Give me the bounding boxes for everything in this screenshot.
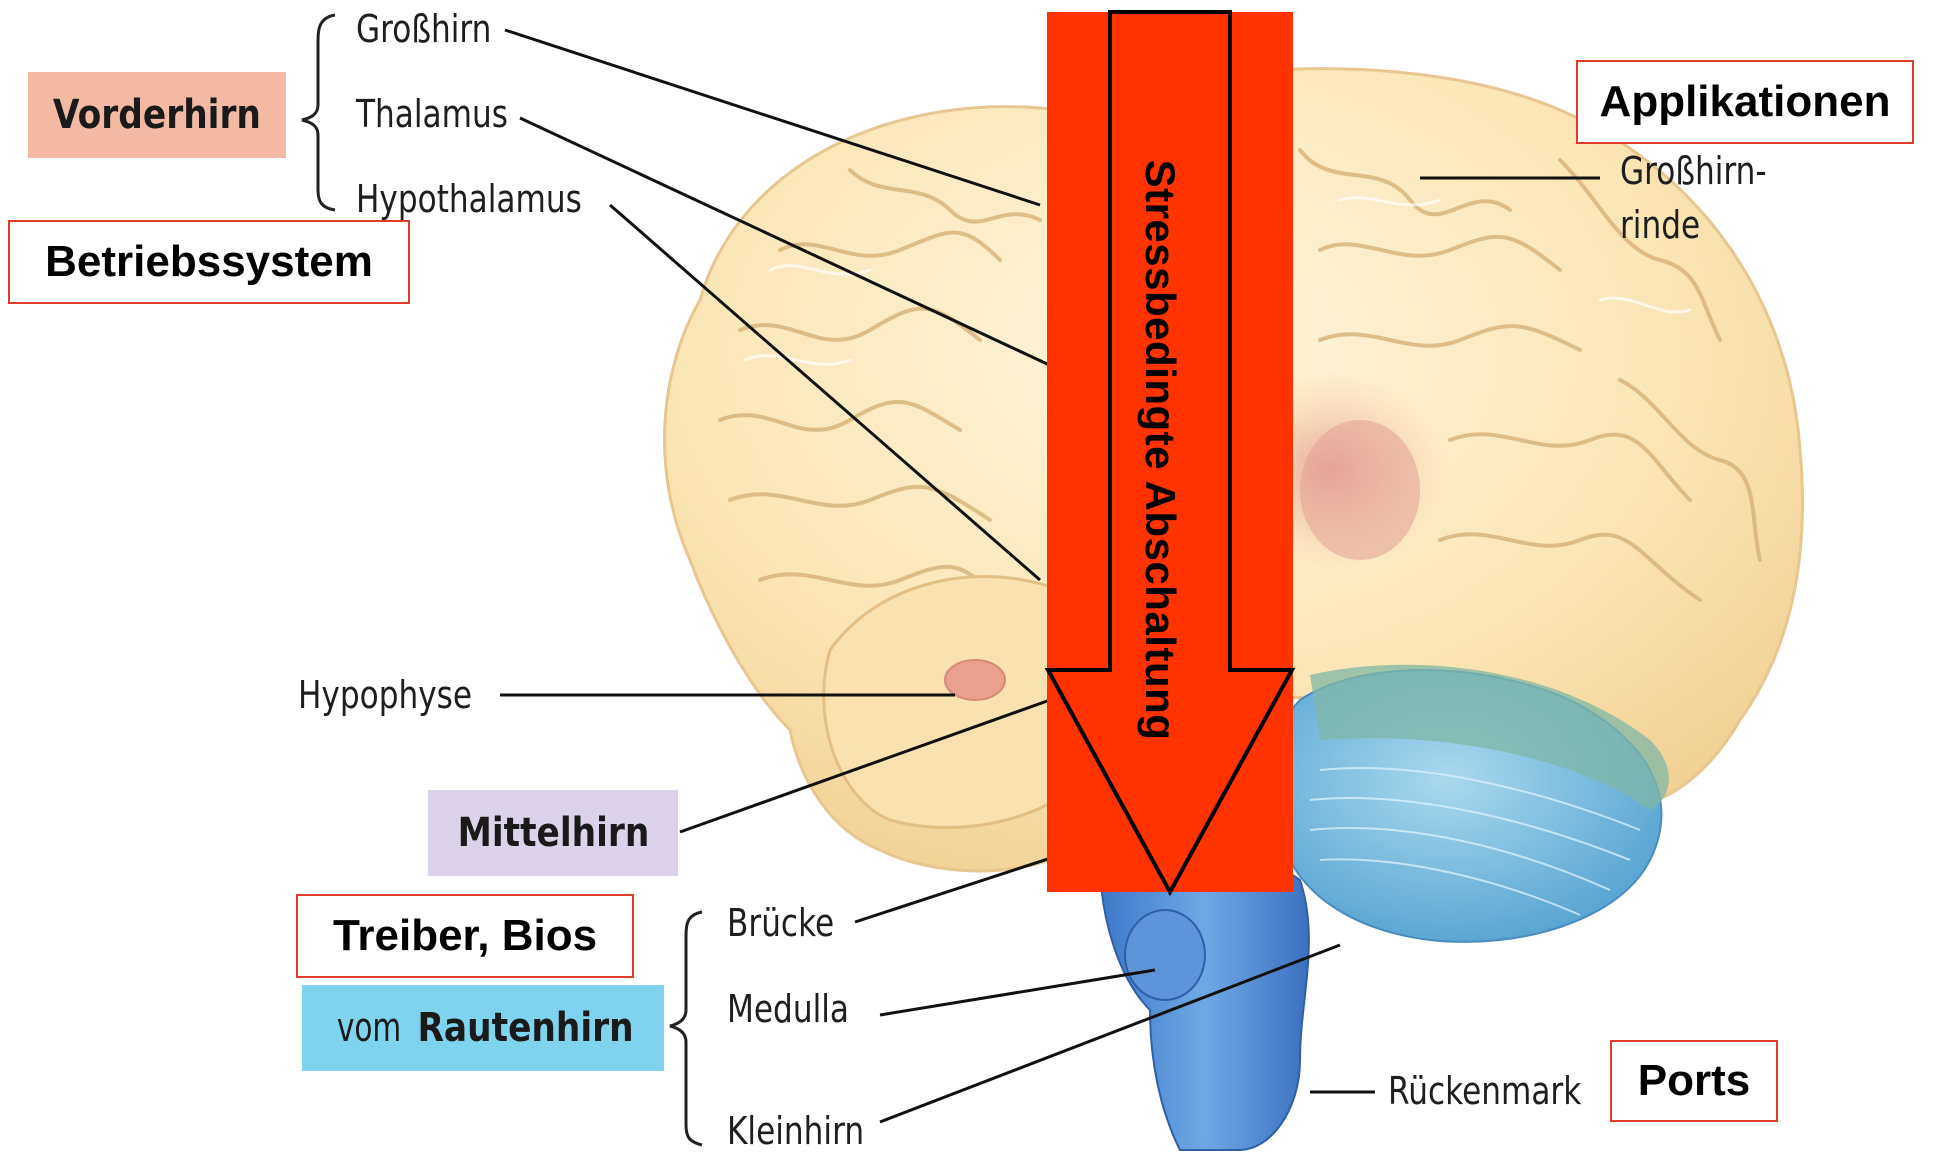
arrow-text: Stressbedingte Abschaltung: [1136, 160, 1184, 741]
label-bruecke: Brücke: [727, 904, 834, 942]
label-thalamus: Thalamus: [356, 95, 508, 133]
mittelhirn-label: Mittelhirn: [428, 790, 678, 876]
label-grosshirn: Großhirn: [356, 10, 491, 48]
label-kleinhirn: Kleinhirn: [727, 1112, 864, 1150]
label-grosshirnrinde-1: Großhirn-: [1620, 152, 1767, 190]
label-grosshirnrinde-2: rinde: [1620, 206, 1700, 244]
rautenhirn-prefix: vom: [337, 1005, 401, 1051]
rautenhirn-label: vom Rautenhirn: [302, 985, 664, 1071]
annotation-ports: Ports: [1610, 1040, 1778, 1122]
rautenhirn-name: Rautenhirn: [418, 1005, 634, 1051]
vorderhirn-label: Vorderhirn: [28, 72, 286, 158]
label-hypothalamus: Hypothalamus: [356, 180, 582, 218]
label-medulla: Medulla: [727, 990, 849, 1028]
annotation-treiber: Treiber, Bios: [296, 894, 634, 978]
annotation-betriebssystem: Betriebssystem: [8, 220, 410, 304]
label-hypophyse: Hypophyse: [298, 676, 472, 714]
label-rueckenmark: Rückenmark: [1388, 1072, 1581, 1110]
annotation-applikationen: Applikationen: [1576, 60, 1914, 144]
